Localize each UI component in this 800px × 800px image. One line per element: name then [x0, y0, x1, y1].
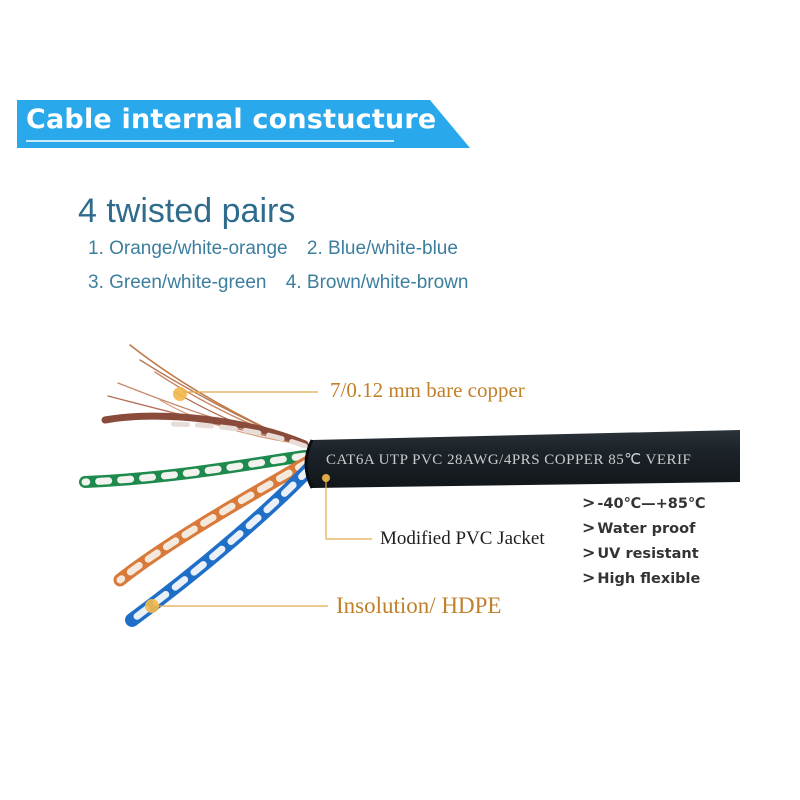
pair-item: 4. Brown/white-brown [285, 272, 469, 293]
callout-lines [152, 391, 372, 607]
feature-item: >-40℃—+85℃ [582, 493, 706, 512]
pair-item: 3. Green/white-green [88, 272, 267, 293]
callout-pvc-jacket: Modified PVC Jacket [380, 528, 545, 549]
chevron-right-icon: > [582, 543, 596, 562]
pvc-jacket: CAT6A UTP PVC 28AWG/4PRS COPPER 85℃ VERI… [304, 430, 740, 489]
pairs-line-1: 1. Orange/white-orange 2. Blue/white-blu… [88, 238, 458, 260]
feature-item: >Water proof [582, 518, 696, 537]
feature-item: >High flexible [582, 568, 701, 587]
pairs-line-2: 3. Green/white-green 4. Brown/white-brow… [88, 272, 468, 294]
feature-item: >UV resistant [582, 543, 699, 562]
orange-pair [113, 455, 315, 587]
banner-title: Cable internal constucture [26, 104, 437, 135]
section-heading: 4 twisted pairs [78, 192, 296, 230]
marker-dots [145, 387, 330, 613]
pair-item: 1. Orange/white-orange [88, 238, 288, 259]
chevron-right-icon: > [582, 568, 596, 587]
blue-pair [125, 461, 317, 627]
chevron-right-icon: > [582, 493, 596, 512]
pair-item: 2. Blue/white-blue [306, 238, 458, 259]
callout-bare-copper: 7/0.12 mm bare copper [330, 378, 525, 402]
green-pair [79, 450, 311, 488]
feature-list: >-40℃—+85℃ >Water proof >UV resistant >H… [582, 490, 706, 590]
brown-pair [101, 412, 309, 449]
title-banner [17, 100, 470, 148]
callout-insulation: Insolution/ HDPE [336, 593, 502, 618]
chevron-right-icon: > [582, 518, 596, 537]
cable-print: CAT6A UTP PVC 28AWG/4PRS COPPER 85℃ VERI… [326, 452, 691, 468]
